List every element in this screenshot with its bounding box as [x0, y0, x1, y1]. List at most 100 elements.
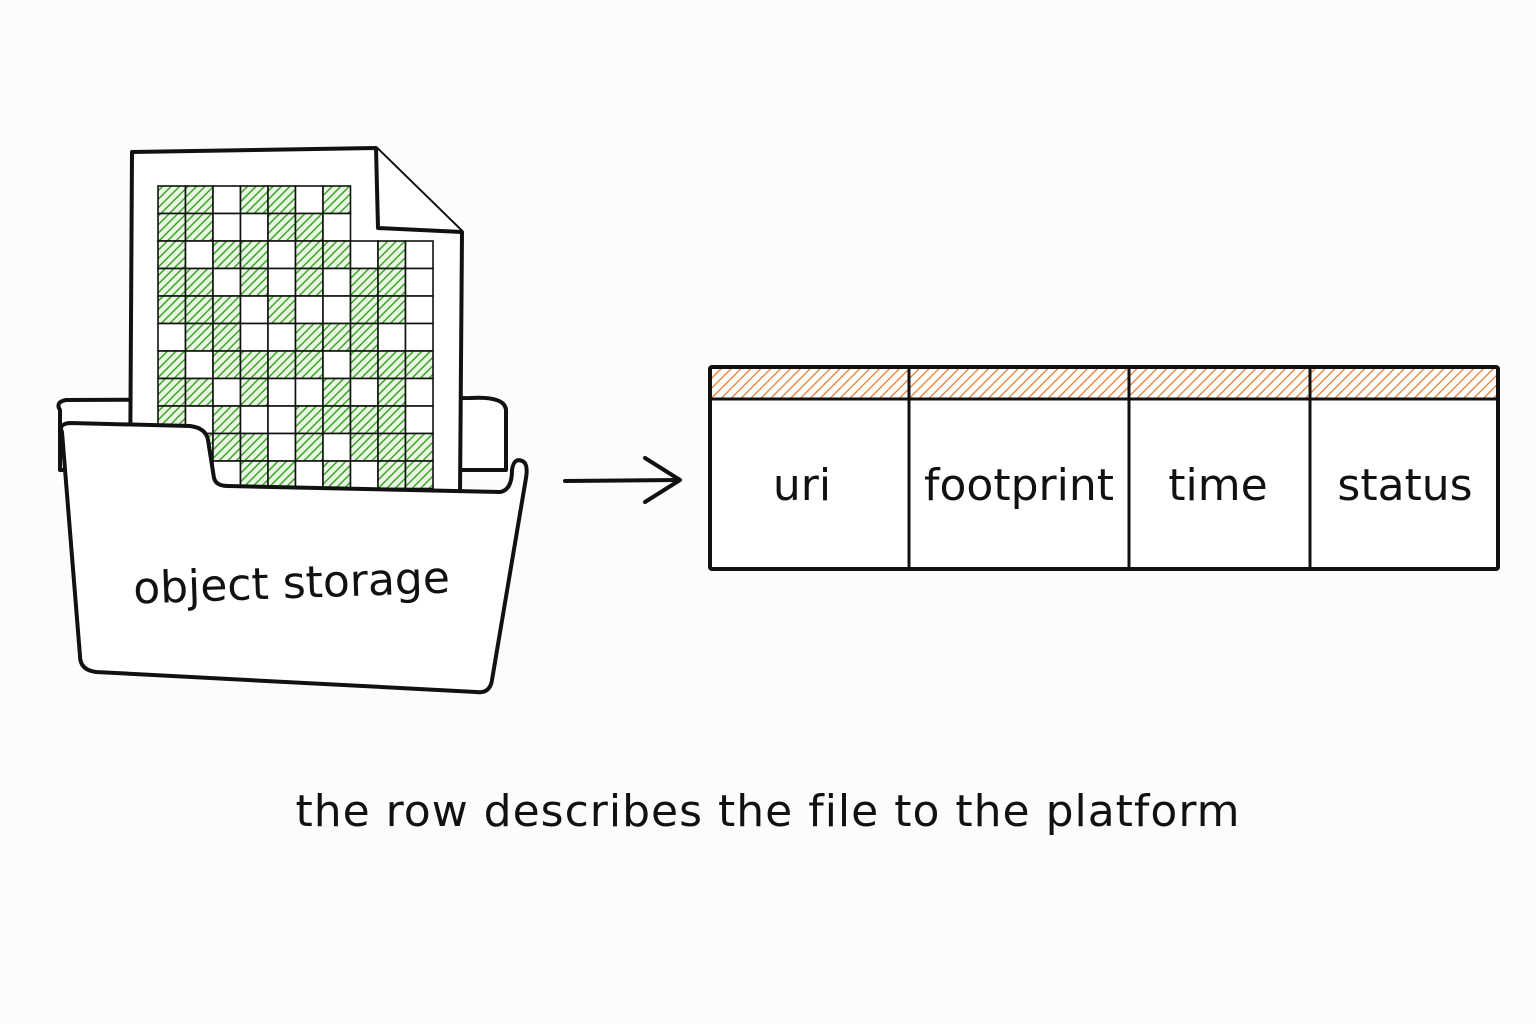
grid-cell-filled — [267, 185, 297, 215]
grid-cell-filled — [184, 212, 214, 242]
right-arrow-icon — [563, 456, 682, 504]
grid-cell-empty — [322, 350, 352, 380]
grid-cell-filled — [157, 185, 187, 215]
grid-cell-filled — [157, 240, 187, 270]
grid-cell-empty — [267, 322, 297, 352]
grid-cell-empty — [404, 405, 434, 435]
grid-cell-filled — [322, 322, 352, 352]
grid-cell-empty — [212, 267, 242, 297]
grid-cell-filled — [404, 432, 434, 462]
grid-cell-filled — [239, 432, 269, 462]
grid-cell-filled — [294, 322, 324, 352]
grid-cell-filled — [322, 460, 352, 490]
grid-cell-filled — [239, 240, 269, 270]
grid-cell-filled — [322, 405, 352, 435]
grid-cell-empty — [157, 322, 187, 352]
grid-cell-empty — [267, 240, 297, 270]
grid-cell-filled — [294, 267, 324, 297]
grid-cell-empty — [404, 267, 434, 297]
grid-cell-empty — [404, 377, 434, 407]
grid-cell-filled — [184, 322, 214, 352]
grid-cell-filled — [377, 377, 407, 407]
grid-cell-filled — [294, 350, 324, 380]
grid-cell-filled — [212, 405, 242, 435]
grid-cell-filled — [184, 267, 214, 297]
storage-label: object storage — [132, 552, 450, 614]
grid-cell-filled — [212, 240, 242, 270]
grid-cell-filled — [239, 350, 269, 380]
table-row: uri footprint time status — [708, 365, 1500, 571]
grid-cell-empty — [184, 350, 214, 380]
grid-cell-empty — [239, 405, 269, 435]
grid-cell-filled — [294, 240, 324, 270]
grid-cell-filled — [294, 405, 324, 435]
grid-cell-filled — [349, 432, 379, 462]
grid-cell-empty — [404, 240, 434, 270]
grid-cell-empty — [294, 460, 324, 490]
grid-cell-filled — [157, 350, 187, 380]
grid-cell-filled — [239, 185, 269, 215]
grid-cell-filled — [184, 185, 214, 215]
grid-cell-empty — [267, 432, 297, 462]
grid-cell-filled — [157, 267, 187, 297]
grid-cell-filled — [322, 377, 352, 407]
grid-cell-filled — [184, 295, 214, 325]
grid-cell-empty — [267, 405, 297, 435]
grid-cell-filled — [212, 295, 242, 325]
grid-cell-filled — [377, 350, 407, 380]
grid-cell-filled — [157, 377, 187, 407]
grid-cell-filled — [349, 350, 379, 380]
grid-cell-empty — [267, 377, 297, 407]
grid-cell-empty — [322, 212, 352, 242]
folder-front — [59, 421, 529, 695]
grid-cell-empty — [212, 377, 242, 407]
grid-cell-filled — [377, 295, 407, 325]
column-status: status — [1337, 460, 1472, 511]
grid-cell-filled — [294, 212, 324, 242]
grid-cell-filled — [184, 377, 214, 407]
grid-cell-filled — [377, 405, 407, 435]
grid-cell-filled — [157, 212, 187, 242]
grid-cell-filled — [212, 432, 242, 462]
grid-cell-empty — [404, 322, 434, 352]
grid-cell-filled — [377, 240, 407, 270]
column-footprint: footprint — [924, 460, 1114, 511]
grid-cell-empty — [184, 240, 214, 270]
grid-cell-filled — [239, 267, 269, 297]
grid-cell-empty — [239, 212, 269, 242]
grid-cell-filled — [212, 322, 242, 352]
grid-cell-empty — [212, 212, 242, 242]
grid-cell-empty — [349, 377, 379, 407]
grid-cell-filled — [377, 460, 407, 490]
grid-cell-empty — [404, 295, 434, 325]
grid-cell-empty — [212, 185, 242, 215]
grid-cell-empty — [349, 240, 379, 270]
grid-cell-empty — [322, 432, 352, 462]
grid-cell-filled — [212, 350, 242, 380]
column-uri: uri — [773, 460, 831, 511]
grid-cell-empty — [294, 185, 324, 215]
grid-cell-filled — [267, 212, 297, 242]
grid-cell-filled — [349, 322, 379, 352]
grid-cell-filled — [349, 405, 379, 435]
grid-cell-empty — [349, 460, 379, 490]
grid-cell-filled — [322, 185, 352, 215]
grid-cell-empty — [322, 267, 352, 297]
grid-cell-filled — [349, 267, 379, 297]
caption: the row describes the file to the platfo… — [295, 786, 1241, 837]
column-time: time — [1168, 460, 1267, 511]
grid-cell-filled — [239, 377, 269, 407]
grid-cell-filled — [267, 350, 297, 380]
grid-cell-empty — [239, 295, 269, 325]
grid-cell-filled — [157, 295, 187, 325]
grid-cell-filled — [267, 295, 297, 325]
grid-cell-filled — [349, 295, 379, 325]
grid-cell-filled — [267, 460, 297, 490]
grid-cell-filled — [294, 432, 324, 462]
grid-cell-empty — [239, 322, 269, 352]
grid-cell-empty — [377, 322, 407, 352]
grid-cell-empty — [294, 295, 324, 325]
grid-cell-filled — [322, 240, 352, 270]
grid-cell-empty — [294, 377, 324, 407]
